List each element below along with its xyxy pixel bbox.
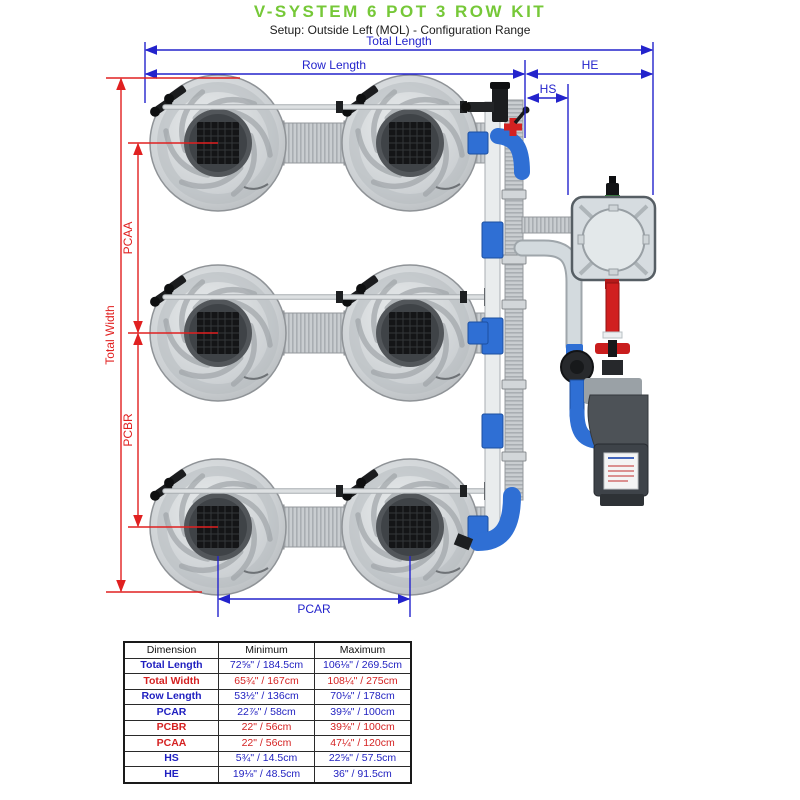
manifold-top-elbow bbox=[490, 128, 530, 180]
page-subtitle: Setup: Outside Left (MOL) - Configuratio… bbox=[269, 23, 531, 37]
return-pipe-red bbox=[605, 282, 620, 337]
reservoir-lid bbox=[581, 208, 646, 272]
dim-max: 22⅝" / 57.5cm bbox=[314, 750, 412, 767]
dim-min: 19⅛" / 48.5cm bbox=[218, 766, 315, 783]
table-row: Total Length 72⅝" / 184.5cm 106⅛" / 269.… bbox=[123, 657, 412, 674]
dim-min: 53½" / 136cm bbox=[218, 688, 315, 705]
dim-name: PCAR bbox=[123, 704, 219, 721]
dim-name: PCAA bbox=[123, 735, 219, 752]
dim-label-row-length: Row Length bbox=[302, 58, 366, 72]
dim-pcaa bbox=[128, 142, 218, 334]
dim-label-total-length: Total Length bbox=[366, 34, 431, 48]
table-row: PCAR 22⅞" / 58cm 39⅜" / 100cm bbox=[123, 704, 412, 721]
red-valve-icon bbox=[504, 106, 530, 136]
dim-name: HE bbox=[123, 766, 219, 783]
dim-min: 5¾" / 14.5cm bbox=[218, 750, 315, 767]
manifold bbox=[453, 82, 530, 551]
dim-min: 22" / 56cm bbox=[218, 735, 315, 752]
pot-4 bbox=[340, 265, 478, 401]
pump-body bbox=[587, 394, 649, 451]
col-header-minimum: Minimum bbox=[218, 641, 315, 659]
table-row: PCAA 22" / 56cm 47¼" / 120cm bbox=[123, 735, 412, 752]
dim-max: 47¼" / 120cm bbox=[314, 735, 412, 752]
dim-max: 106⅛" / 269.5cm bbox=[314, 657, 412, 674]
dim-max: 36" / 91.5cm bbox=[314, 766, 412, 783]
dim-min: 72⅝" / 184.5cm bbox=[218, 657, 315, 674]
page-title: V-SYSTEM 6 POT 3 ROW KIT bbox=[253, 2, 547, 21]
dimensions-red bbox=[106, 77, 240, 593]
dim-total-width bbox=[106, 77, 240, 593]
dim-hs bbox=[526, 84, 569, 195]
dim-max: 70⅛" / 178cm bbox=[314, 688, 412, 705]
dim-name: HS bbox=[123, 750, 219, 767]
dim-name: Total Width bbox=[123, 673, 219, 690]
dim-name: PCBR bbox=[123, 719, 219, 736]
dimensions-blue bbox=[144, 42, 654, 617]
table-header-row: Dimension Minimum Maximum bbox=[123, 641, 412, 659]
dim-min: 22⅞" / 58cm bbox=[218, 704, 315, 721]
col-header-dimension: Dimension bbox=[123, 641, 219, 659]
dimension-table: Dimension Minimum Maximum Total Length 7… bbox=[123, 641, 412, 784]
reservoir bbox=[570, 176, 657, 282]
manifold-bottom-elbow bbox=[469, 487, 521, 551]
dim-max: 108¼" / 275cm bbox=[314, 673, 412, 690]
table-row: HS 5¾" / 14.5cm 22⅝" / 57.5cm bbox=[123, 750, 412, 767]
system-diagram: Total Length Row Length HE HS PCAR Total… bbox=[103, 34, 657, 617]
dim-label-he: HE bbox=[582, 58, 599, 72]
dim-pcbr bbox=[128, 332, 218, 528]
table-row: PCBR 22" / 56cm 39⅜" / 100cm bbox=[123, 719, 412, 736]
title-bar: V-SYSTEM 6 POT 3 ROW KIT Setup: Outside … bbox=[0, 2, 800, 37]
table-row: Total Width 65¾" / 167cm 108¼" / 275cm bbox=[123, 673, 412, 690]
dim-min: 65¾" / 167cm bbox=[218, 673, 315, 690]
dim-label-total-width: Total Width bbox=[103, 305, 117, 364]
dim-name: Row Length bbox=[123, 688, 219, 705]
dim-label-hs: HS bbox=[540, 82, 557, 96]
drain-nozzle bbox=[453, 533, 474, 551]
col-header-maximum: Maximum bbox=[314, 641, 412, 659]
table-row: Row Length 53½" / 136cm 70⅛" / 178cm bbox=[123, 688, 412, 705]
dim-name: Total Length bbox=[123, 657, 219, 674]
reservoir-feed-pipes bbox=[513, 216, 583, 355]
dimension-labels-red: Total Width PCAA PCBR bbox=[103, 222, 135, 447]
reservoir-cap bbox=[606, 183, 619, 198]
dim-row-length bbox=[144, 60, 526, 138]
dim-label-pcaa: PCAA bbox=[121, 222, 135, 255]
dim-max: 39⅜" / 100cm bbox=[314, 704, 412, 721]
table-row: HE 19⅛" / 48.5cm 36" / 91.5cm bbox=[123, 766, 412, 783]
dim-max: 39⅜" / 100cm bbox=[314, 719, 412, 736]
dim-min: 22" / 56cm bbox=[218, 719, 315, 736]
pump-assembly bbox=[560, 279, 649, 506]
dim-pcar bbox=[217, 556, 411, 617]
dimension-labels-blue: Total Length Row Length HE HS PCAR bbox=[297, 34, 598, 616]
pot-6 bbox=[340, 459, 478, 595]
pot-2 bbox=[340, 75, 478, 211]
dim-label-pcar: PCAR bbox=[297, 602, 331, 616]
dim-label-pcbr: PCBR bbox=[121, 413, 135, 447]
